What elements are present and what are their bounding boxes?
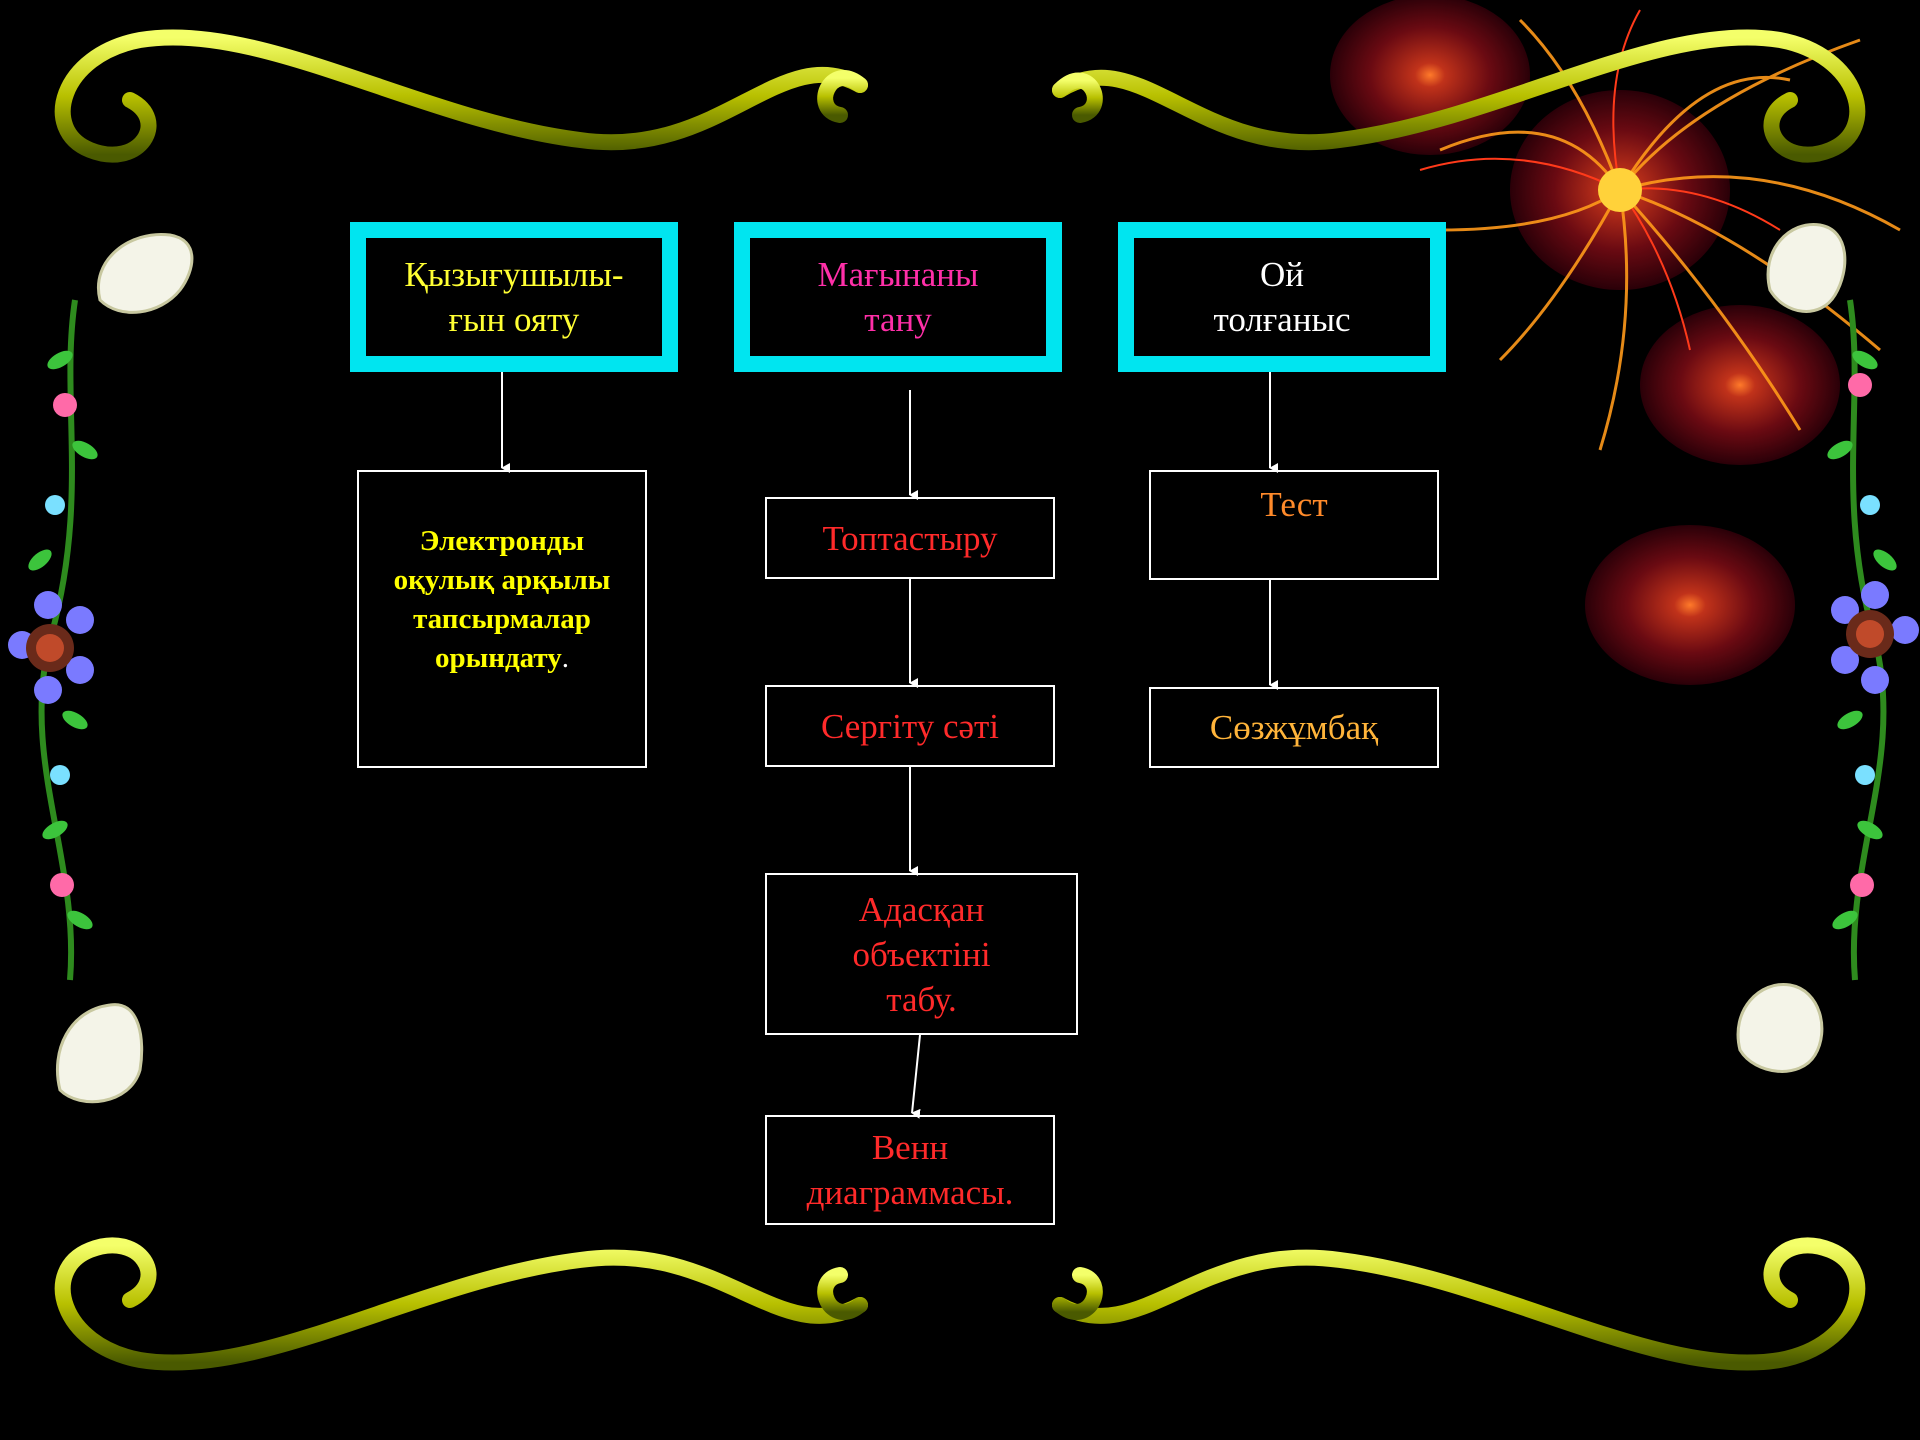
header-box-reflection: Ой толғаныс [1118, 222, 1446, 372]
node-label: Тест [1260, 485, 1328, 524]
header-label: Ой толғаныс [1213, 255, 1351, 339]
node-label-suffix: . [561, 642, 569, 674]
node-crossword: Сөзжұмбақ [1149, 687, 1439, 768]
white-petal-icon [55, 222, 1847, 1104]
node-refresh-moment: Сергіту сәті [765, 685, 1055, 767]
node-label: Топтастыру [822, 518, 998, 558]
node-label: Сергіту сәті [820, 706, 1000, 746]
node-label: Венн диаграммасы. [806, 1128, 1014, 1212]
node-test: Тест [1149, 470, 1439, 580]
node-label: Сөзжұмбақ [1209, 708, 1379, 747]
header-box-meaning-recognition: Мағынаны тану [734, 222, 1062, 372]
node-venn-diagram: Венн диаграммасы. [765, 1115, 1055, 1225]
node-find-lost-object: Адасқан объектіні табу. [765, 873, 1078, 1035]
firework-icon [1330, 0, 1901, 685]
header-box-arousing-interest: Қызығушылы- ғын ояту [350, 222, 678, 372]
node-grouping: Топтастыру [765, 497, 1055, 579]
flower-garland-icon [1827, 299, 1919, 981]
flower-garland-icon [8, 299, 98, 981]
gold-swirl-icon [54, 29, 1866, 1371]
node-electronic-textbook-tasks: Электронды оқулық арқылы тапсырмалар оры… [357, 470, 647, 768]
header-label: Мағынаны тану [817, 255, 979, 339]
node-label: Адасқан объектіні табу. [852, 889, 991, 1019]
header-label: Қызығушылы- ғын ояту [404, 255, 624, 339]
node-label: Электронды оқулық арқылы тапсырмалар оры… [393, 525, 611, 674]
